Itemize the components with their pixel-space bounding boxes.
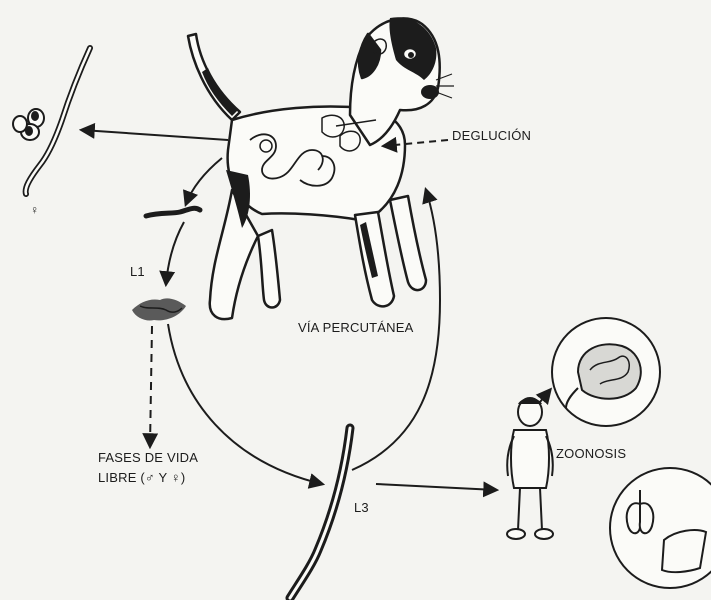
magnified-eye-larva-icon — [552, 318, 660, 426]
arrow-dog-to-larva — [186, 158, 222, 204]
arrow-to-eye — [540, 390, 550, 402]
egg-cluster-icon — [13, 109, 44, 140]
arrow-to-adult-worm — [82, 130, 228, 140]
fases-vida-label-line1: FASES DE VIDA — [98, 450, 198, 465]
l1-label: L1 — [130, 264, 145, 279]
l1-larva-icon — [132, 298, 186, 320]
rhabditiform-larva-icon — [146, 208, 200, 216]
l3-filariform-larva-icon — [290, 428, 350, 598]
zoonosis-label: ZOONOSIS — [556, 446, 626, 461]
dog-icon — [188, 17, 454, 319]
magnified-lung-liver-icon — [610, 468, 711, 588]
fases-vida-label-line2: LIBRE (♂ Y ♀) — [98, 470, 185, 485]
arrow-larva-to-l1 — [166, 222, 184, 284]
arrow-to-free-living — [150, 326, 152, 446]
via-percutanea-label: VÍA PERCUTÁNEA — [298, 320, 414, 335]
human-figure-icon — [507, 398, 553, 539]
female-symbol-label: ♀ — [30, 203, 39, 217]
l3-label: L3 — [354, 500, 369, 515]
degluticion-label: DEGLUCIÓN — [452, 128, 531, 143]
arrow-to-human — [376, 484, 496, 490]
